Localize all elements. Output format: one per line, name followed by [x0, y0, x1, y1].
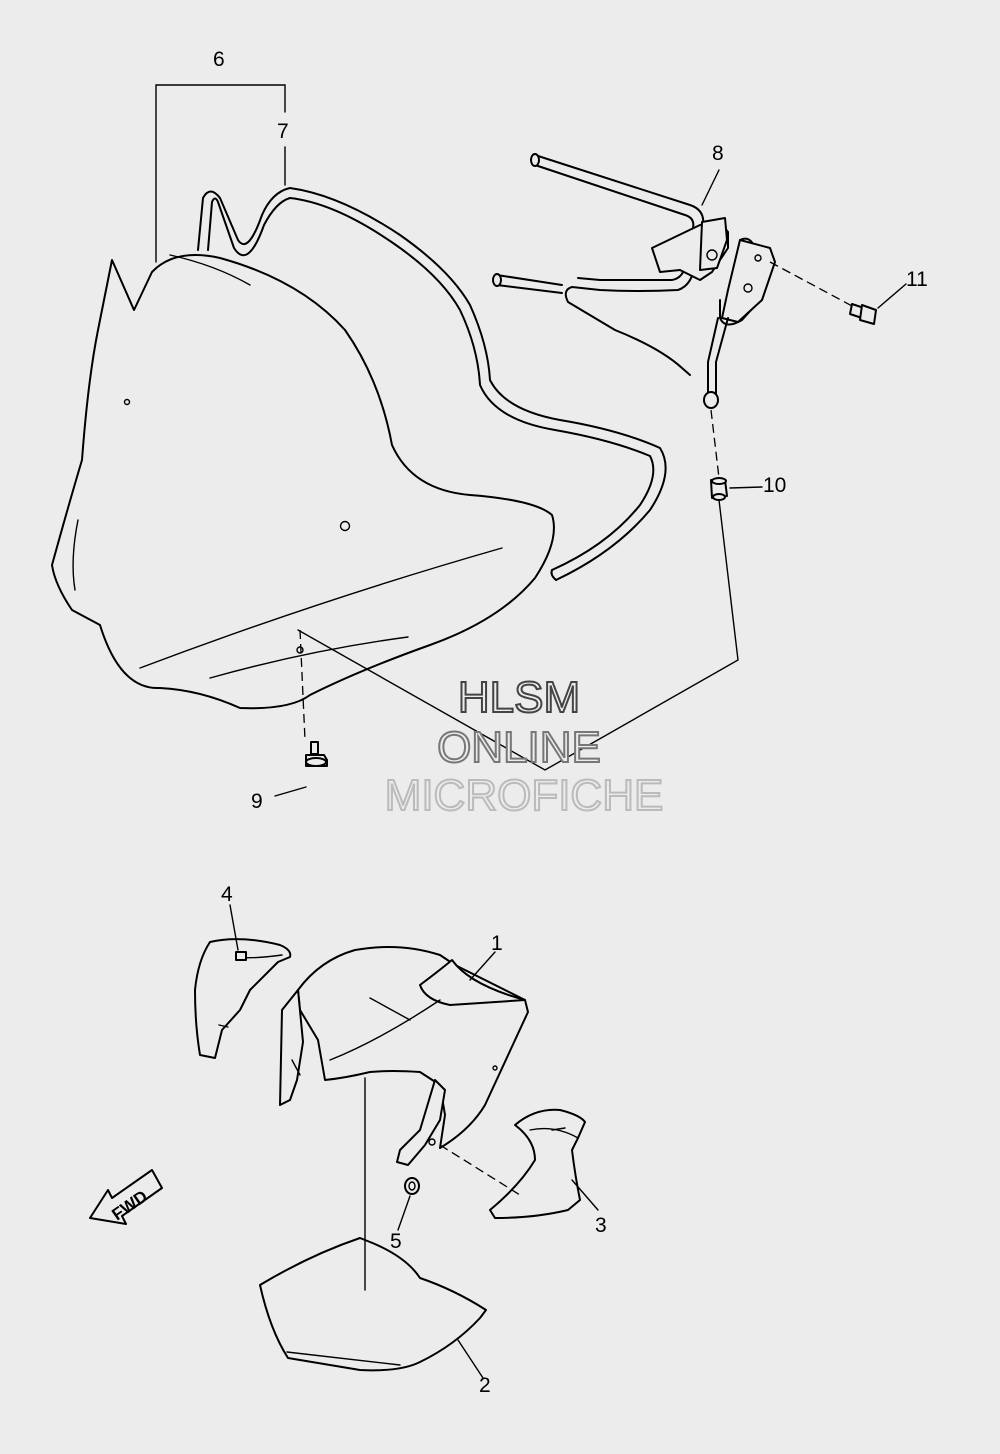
windshield-trim[interactable] — [197, 187, 667, 581]
side-panel-right[interactable] — [489, 1108, 586, 1219]
leader-8 — [701, 169, 720, 206]
windshield[interactable] — [51, 254, 555, 710]
leader-6 — [155, 84, 286, 263]
inner-panel[interactable] — [259, 1237, 487, 1372]
callout-4: 4 — [221, 883, 233, 906]
ref-line-10 — [710, 409, 720, 479]
watermark-line1: HLSM — [458, 673, 580, 722]
fwd-arrow-icon: FWD — [89, 1169, 163, 1225]
watermark: HLSM ONLINE MICROFICHE — [384, 672, 665, 821]
callout-3: 3 — [595, 1214, 607, 1237]
watermark-line2: ONLINE — [437, 723, 601, 772]
leader-5 — [397, 1195, 411, 1231]
bolt-11[interactable] — [849, 303, 877, 325]
leader-2 — [457, 1339, 484, 1379]
callout-2: 2 — [479, 1374, 491, 1397]
front-cowl[interactable] — [279, 945, 529, 1166]
callout-6: 6 — [213, 48, 225, 71]
callout-8: 8 — [712, 142, 724, 165]
leader-9 — [274, 786, 307, 797]
ref-line-9 — [299, 629, 306, 741]
callout-10: 10 — [763, 474, 786, 497]
leader-11 — [877, 283, 907, 309]
leader-1 — [469, 951, 496, 981]
side-panel-left[interactable] — [194, 938, 292, 1059]
bolt-9[interactable] — [305, 741, 328, 767]
leader-4 — [229, 904, 239, 951]
grommet-5[interactable] — [404, 1177, 420, 1195]
watermark-line3: MICROFICHE — [385, 771, 664, 820]
leader-3 — [571, 1179, 599, 1211]
callout-11: 11 — [906, 268, 928, 291]
callout-9: 9 — [251, 790, 263, 813]
ref-line-11 — [769, 261, 853, 307]
callout-7: 7 — [277, 120, 289, 143]
leader-10 — [729, 486, 763, 489]
ref-line-lower — [297, 499, 739, 771]
callout-1: 1 — [491, 932, 503, 955]
callout-5: 5 — [390, 1230, 402, 1253]
ref-line-3 — [439, 1144, 521, 1196]
bracket-stay[interactable] — [492, 153, 776, 409]
nut-10[interactable] — [710, 477, 728, 501]
